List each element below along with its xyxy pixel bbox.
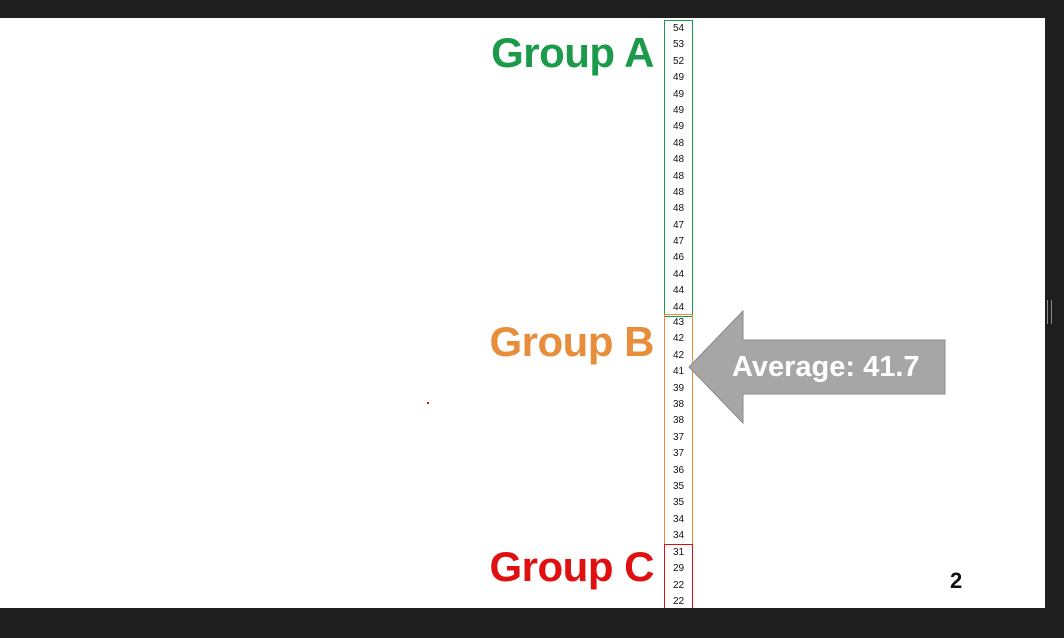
group-b-value-cell: 37 — [672, 431, 685, 443]
group-a-value-cell: 48 — [672, 137, 685, 149]
group-a-value-cell: 47 — [672, 236, 685, 248]
group-b-value-cell: 42 — [672, 349, 685, 361]
group-a-value-cell: 46 — [672, 252, 685, 264]
group-b-value-cell: 37 — [672, 448, 685, 460]
group-b-value-cell: 34 — [672, 513, 685, 525]
group-c-values-box: 31 29 22 22 — [664, 544, 693, 608]
average-label: Average: 41.7 — [732, 351, 920, 383]
group-a-value-cell: 54 — [672, 23, 685, 34]
group-a-value-cell: 48 — [672, 154, 685, 166]
group-c-value-cell: 22 — [672, 579, 685, 591]
group-c-label: Group C — [489, 543, 655, 590]
group-a-values-box: 54 53 52 49 49 49 49 48 48 48 48 48 47 47 46 44 44 44 — [664, 20, 693, 318]
group-b-value-cell: 38 — [672, 398, 685, 410]
group-b-value-cell: 34 — [672, 530, 685, 542]
panel-resize-handle[interactable] — [1047, 300, 1052, 324]
group-a-value-cell: 48 — [672, 186, 685, 198]
group-b-value-cell: 43 — [672, 317, 685, 328]
group-c-value-cell: 29 — [672, 563, 685, 575]
group-a-value-cell: 48 — [672, 170, 685, 182]
average-arrow-shape — [688, 309, 946, 425]
group-b-value-cell: 38 — [672, 415, 685, 427]
group-a-value-cell: 52 — [672, 55, 685, 67]
group-b-value-cell: 39 — [672, 382, 685, 394]
group-b-value-cell: 36 — [672, 464, 685, 476]
group-a-value-cell: 47 — [672, 219, 685, 231]
group-b-value-cell: 41 — [672, 366, 685, 378]
group-b-label: Group B — [489, 318, 655, 365]
group-a-value-cell: 44 — [672, 285, 685, 297]
group-a-value-cell: 49 — [672, 72, 685, 84]
group-a-value-cell: 48 — [672, 203, 685, 215]
group-c-value-cell: 22 — [672, 596, 685, 608]
slide-canvas: Group A Group B Group C 54 53 52 49 49 49 49 48… — [0, 18, 1045, 608]
average-arrow — [688, 309, 946, 425]
group-b-values-box: 43 42 42 41 39 38 38 37 37 36 35 35 34 34 — [664, 314, 693, 546]
group-a-value-cell: 53 — [672, 39, 685, 51]
group-c-value-cell: 31 — [672, 547, 685, 558]
group-a-value-cell: 44 — [672, 268, 685, 280]
group-a-value-cell: 49 — [672, 88, 685, 100]
page-number: 2 — [950, 568, 963, 593]
group-b-value-cell: 42 — [672, 333, 685, 345]
group-a-value-cell: 49 — [672, 121, 685, 133]
group-a-value-cell: 44 — [672, 301, 685, 313]
group-a-value-cell: 49 — [672, 104, 685, 116]
group-a-label: Group A — [491, 29, 654, 76]
group-b-value-cell: 35 — [672, 497, 685, 509]
stray-dot — [427, 402, 429, 404]
group-b-value-cell: 35 — [672, 480, 685, 492]
